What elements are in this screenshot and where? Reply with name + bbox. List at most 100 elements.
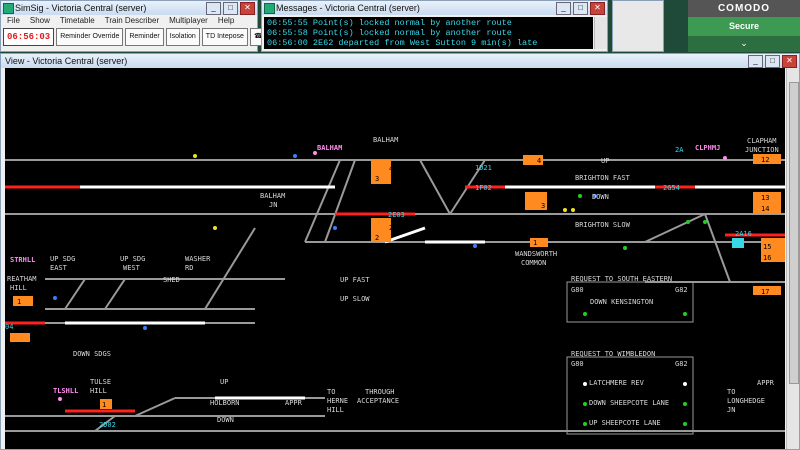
berth-label: 16 [763,254,771,262]
berth-label: 2 [375,234,379,242]
berth-label: 1 [533,239,537,247]
maximize-icon[interactable]: □ [765,55,780,68]
label: EAST [50,264,68,272]
label: DOWN [592,193,609,201]
toolbar: 06:56:03 Reminder Override Reminder Isol… [1,27,283,47]
berth-label: 4 [537,157,541,165]
menu-show[interactable]: Show [29,16,50,25]
close-icon[interactable]: ✕ [782,55,797,68]
berth-label: 17 [761,288,769,296]
antivirus-status: Secure [688,17,800,36]
headcode[interactable]: 2A [675,146,684,154]
view-window: View - Victoria Central (server) _□✕ [0,53,800,450]
label: ACCEPTANCE [357,397,399,405]
close-icon[interactable]: ✕ [590,2,605,15]
label: WANDSWORTH [515,250,557,258]
view-titlebar[interactable]: View - Victoria Central (server) _□✕ [1,54,799,68]
message-log: 06:55:55 Point(s) locked normal by anoth… [264,17,593,49]
label: UP [601,157,609,165]
berth-boxes[interactable] [10,154,785,409]
message-line: 06:55:55 Point(s) locked normal by anoth… [267,18,512,28]
minimize-icon[interactable]: _ [556,2,571,15]
reminder-button[interactable]: Reminder [125,28,164,46]
label: UP FAST [340,276,370,284]
minimize-icon[interactable]: _ [748,55,763,68]
headcode[interactable]: 1D21 [475,164,492,172]
label: G82 [675,360,688,368]
menu-file[interactable]: File [7,16,20,25]
label: HERNE [327,397,348,405]
signalling-panel[interactable]: 4 3 4 3 2 2 1 12 13 14 15 16 17 1 1 04 2… [5,68,785,449]
maximize-icon[interactable]: □ [573,2,588,15]
headcode[interactable]: 2A16 [735,230,752,238]
berth-label: 14 [761,205,769,213]
signal-aspects [53,151,727,426]
menu-train-describer[interactable]: Train Describer [104,16,160,25]
tag[interactable]: STRHLL [10,256,35,264]
label: APPR [285,399,303,407]
headcode[interactable]: 2E03 [388,211,405,219]
train-headcodes[interactable]: 1D21 1F02 2E03 2G54 2A16 2D02 2A [99,146,752,429]
sim-clock[interactable]: 06:56:03 [3,28,55,46]
menu-timetable[interactable]: Timetable [59,16,95,25]
berth-label: 1 [17,298,21,306]
simsig-titlebar[interactable]: SimSig - Victoria Central (server) _□✕ [1,1,257,15]
label: WEST [123,264,141,272]
simsig-app-icon [3,3,14,14]
label: HILL [90,387,107,395]
request-wimbledon-panel[interactable]: REQUEST TO WIMBLEDON G80 G82 LATCHMERE R… [566,350,694,435]
tag[interactable]: TLSHLL [53,387,78,395]
messages-titlebar[interactable]: Messages - Victoria Central (server) _□✕ [262,1,607,15]
berth-label: 12 [761,156,769,164]
request-up-sheepcote[interactable]: UP SHEEPCOTE LANE [589,419,661,427]
label: REATHAM [7,275,37,283]
isolation-button[interactable]: Isolation [165,28,200,46]
messages-scrollbar[interactable] [594,17,607,49]
menu-bar: File Show Timetable Train Describer Mult… [1,15,257,27]
headcode[interactable]: 2D02 [99,421,116,429]
berth-label: 3 [375,175,379,183]
label: BRIGHTON FAST [575,174,631,182]
request-latchmere-rev[interactable]: LATCHMERE REV [589,379,645,387]
minimize-icon[interactable]: _ [206,2,221,15]
request-down-kensington[interactable]: DOWN KENSINGTON [590,298,653,306]
label: SHED [163,276,180,284]
simsig-title: SimSig - Victoria Central (server) [15,3,147,13]
track-lines [5,159,785,432]
label: HILL [10,284,27,292]
tag[interactable]: CLPHMJ [695,144,720,152]
label: UP [220,378,228,386]
scroll-thumb[interactable] [789,82,799,384]
menu-help[interactable]: Help [217,16,235,25]
headcode[interactable]: 1F02 [475,184,492,192]
request-down-sheepcote[interactable]: DOWN SHEEPCOTE LANE [589,399,669,407]
label: BRIGHTON SLOW [575,221,631,229]
view-scrollbar[interactable] [786,68,799,449]
berth-label: 4 [389,165,393,173]
label: BALHAM [373,136,398,144]
label: JN [727,406,735,414]
message-line: 06:56:00 2E62 departed from West Sutton … [267,38,538,48]
messages-app-icon [264,3,275,14]
track-diagram[interactable]: 4 3 4 3 2 2 1 12 13 14 15 16 17 1 1 04 2… [5,68,785,449]
chevron-down-icon[interactable]: ⌄ [740,38,748,48]
maximize-icon[interactable]: □ [223,2,238,15]
panel-title: REQUEST TO SOUTH EASTERN [571,275,672,283]
label: COMMON [521,259,546,267]
reminder-override-button[interactable]: Reminder Override [56,28,124,46]
berth-label: 15 [763,243,771,251]
berth-label: 2 [5,334,9,342]
label: G82 [675,286,688,294]
label: G80 [571,360,584,368]
headcode[interactable]: 2G54 [663,184,680,192]
message-line: 06:55:58 Point(s) locked normal by anoth… [267,28,512,38]
request-south-eastern-panel[interactable]: REQUEST TO SOUTH EASTERN G80 G82 DOWN KE… [566,275,694,323]
berth-label: 13 [761,194,769,202]
menu-multiplayer[interactable]: Multiplayer [169,16,208,25]
close-icon[interactable]: ✕ [240,2,255,15]
td-interpose-button[interactable]: TD Intepose [201,28,248,46]
label: HOLBORN [210,399,240,407]
label: HILL [327,406,344,414]
antivirus-widget[interactable]: COMODO Secure ⌄ [688,0,800,52]
tag[interactable]: BALHAM [317,144,342,152]
